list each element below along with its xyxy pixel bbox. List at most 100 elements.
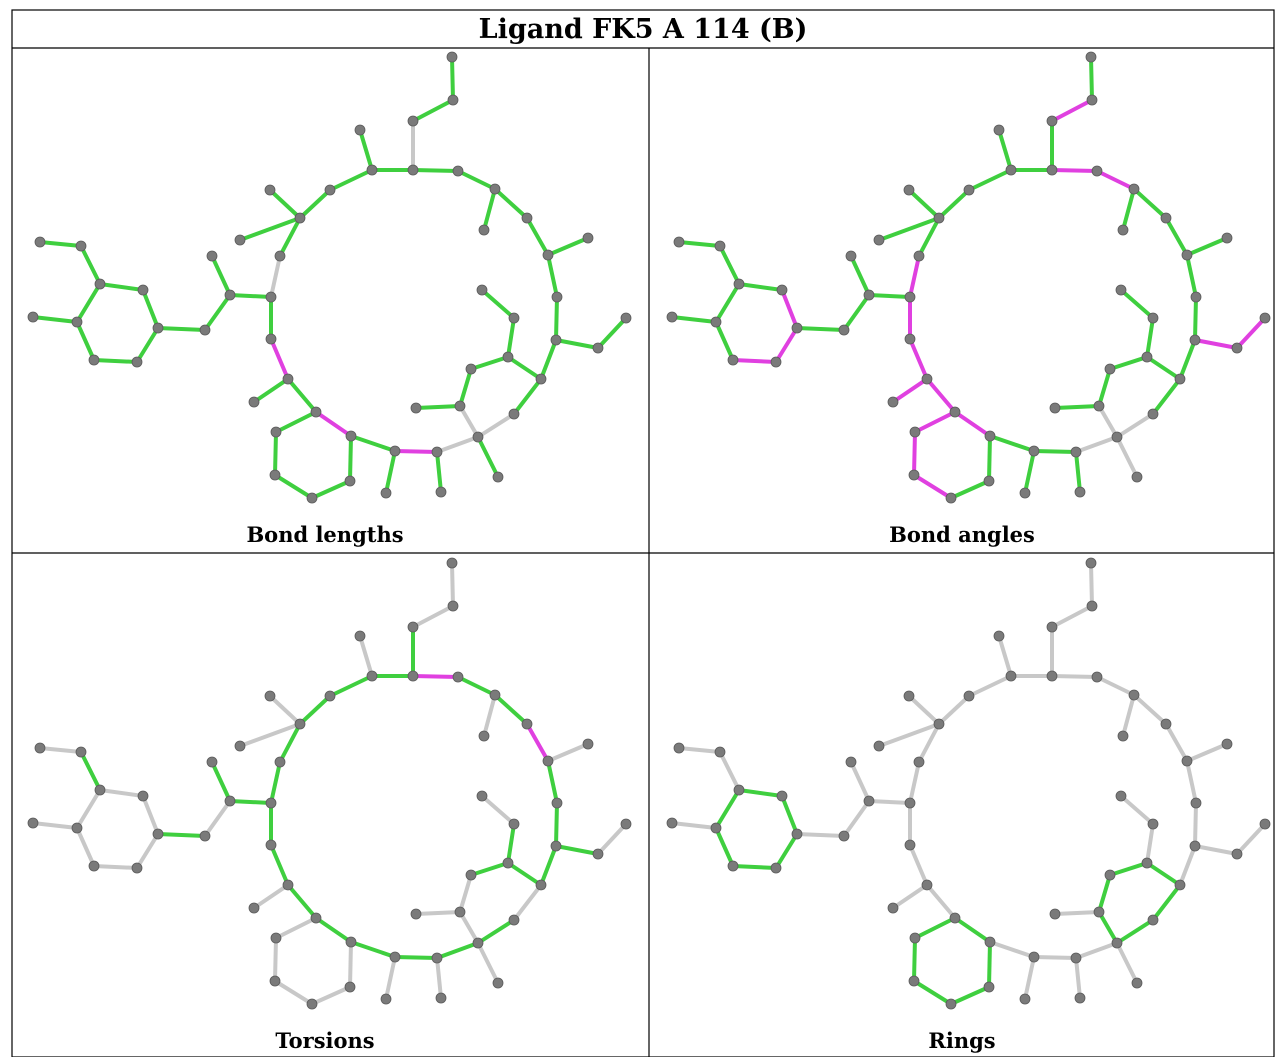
bond bbox=[1151, 377, 1182, 416]
atom bbox=[274, 250, 286, 262]
atom bbox=[452, 165, 464, 177]
bond bbox=[780, 288, 799, 330]
atom bbox=[582, 232, 594, 244]
bond bbox=[1097, 404, 1119, 439]
atom bbox=[921, 879, 933, 891]
bond bbox=[1185, 742, 1229, 763]
atom bbox=[94, 278, 106, 290]
bond bbox=[1115, 435, 1139, 479]
atom bbox=[1005, 164, 1017, 176]
bond bbox=[98, 282, 145, 292]
bond bbox=[458, 404, 480, 439]
atom bbox=[366, 670, 378, 682]
bond bbox=[731, 358, 778, 364]
atom bbox=[673, 236, 685, 248]
atom bbox=[199, 324, 211, 336]
bond bbox=[274, 916, 318, 940]
bond bbox=[38, 240, 83, 248]
bond bbox=[238, 722, 302, 748]
bond bbox=[714, 320, 735, 362]
atom bbox=[265, 333, 277, 345]
atom bbox=[345, 936, 357, 948]
atom bbox=[1019, 487, 1031, 499]
atom bbox=[1046, 115, 1058, 127]
atom bbox=[472, 431, 484, 443]
bond bbox=[912, 430, 917, 477]
atom bbox=[407, 164, 419, 176]
atom bbox=[447, 94, 459, 106]
bond bbox=[525, 216, 550, 257]
bond bbox=[908, 337, 929, 381]
atom bbox=[913, 250, 925, 262]
bond bbox=[1053, 404, 1101, 410]
atom bbox=[137, 284, 149, 296]
atom bbox=[354, 630, 366, 642]
atom bbox=[152, 322, 164, 334]
atom bbox=[1117, 730, 1129, 742]
bond bbox=[987, 434, 992, 483]
atom bbox=[727, 860, 739, 872]
atom bbox=[791, 322, 803, 334]
bond bbox=[849, 760, 871, 803]
atom bbox=[431, 952, 443, 964]
bond bbox=[1074, 956, 1082, 1000]
atom bbox=[1115, 790, 1127, 802]
atom bbox=[502, 351, 514, 363]
bond bbox=[546, 742, 590, 763]
bond bbox=[98, 788, 145, 798]
atom bbox=[1231, 848, 1243, 860]
bond bbox=[458, 910, 480, 945]
bond bbox=[414, 404, 462, 410]
atom bbox=[1046, 621, 1058, 633]
bond bbox=[1097, 873, 1112, 914]
bond bbox=[273, 430, 278, 477]
atom bbox=[1046, 164, 1058, 176]
atom bbox=[903, 184, 915, 196]
bond bbox=[937, 188, 971, 220]
atom bbox=[248, 396, 260, 408]
atom bbox=[666, 817, 678, 829]
bond bbox=[203, 293, 232, 332]
atom bbox=[282, 879, 294, 891]
bond bbox=[1074, 941, 1119, 960]
atom bbox=[620, 818, 632, 830]
atom bbox=[1070, 446, 1082, 458]
bond bbox=[1032, 449, 1078, 454]
atom bbox=[904, 291, 916, 303]
bond bbox=[737, 788, 784, 798]
atom bbox=[551, 291, 563, 303]
bond bbox=[269, 337, 290, 381]
bond bbox=[677, 746, 722, 754]
atom bbox=[274, 756, 286, 768]
atom bbox=[410, 402, 422, 414]
bond bbox=[1193, 295, 1198, 342]
bond bbox=[252, 883, 290, 910]
bond bbox=[482, 187, 497, 232]
atom bbox=[265, 839, 277, 851]
atom bbox=[1128, 689, 1140, 701]
bond bbox=[1193, 801, 1198, 848]
atom bbox=[454, 906, 466, 918]
atom bbox=[1131, 471, 1143, 483]
caption-bond-lengths: Bond lengths bbox=[246, 522, 404, 547]
atom bbox=[770, 356, 782, 368]
atom bbox=[199, 830, 211, 842]
atom bbox=[770, 862, 782, 874]
bond bbox=[1095, 675, 1136, 697]
bond bbox=[949, 479, 991, 500]
atom bbox=[863, 795, 875, 807]
atom bbox=[446, 51, 458, 63]
atom bbox=[1028, 445, 1040, 457]
bond bbox=[546, 253, 559, 299]
bond bbox=[1095, 169, 1136, 191]
bond bbox=[912, 473, 953, 500]
bond bbox=[476, 941, 500, 985]
bond bbox=[1178, 844, 1197, 887]
atom bbox=[508, 408, 520, 420]
bond bbox=[349, 940, 397, 959]
bond bbox=[912, 936, 917, 983]
atom bbox=[454, 400, 466, 412]
atom bbox=[1221, 232, 1233, 244]
atom bbox=[75, 240, 87, 252]
